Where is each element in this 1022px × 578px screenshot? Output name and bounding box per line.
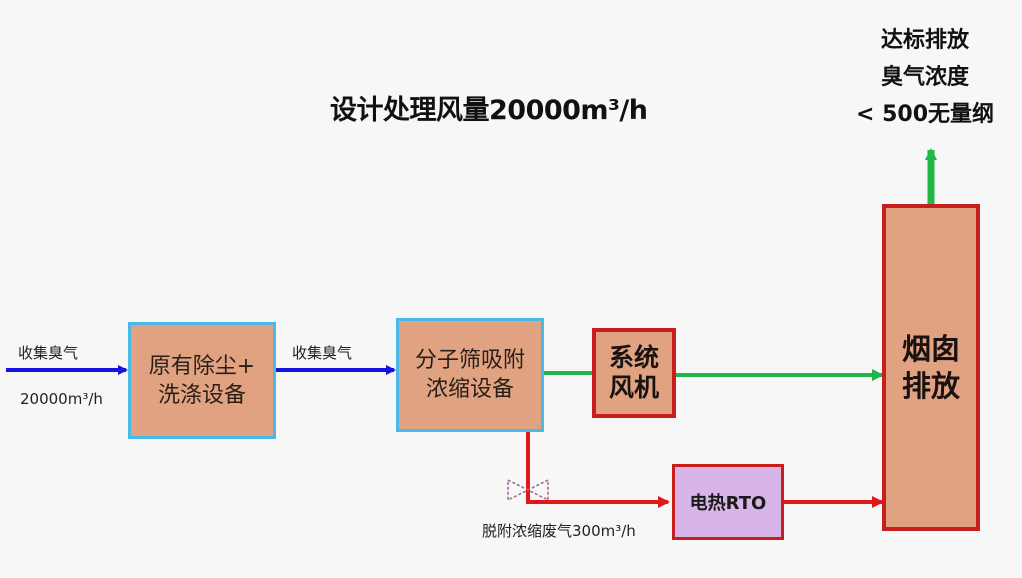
desorb-label: 脱附浓缩废气300m³/h	[482, 522, 636, 540]
inlet-flow: 20000m³/h	[20, 390, 103, 408]
molecular-sieve-label: 分子筛吸附 浓缩设备	[414, 348, 525, 402]
system-fan-box: 系统 风机	[592, 328, 676, 418]
desorb-path	[526, 418, 670, 508]
mid-label: 收集臭气	[292, 344, 353, 362]
system-fan-label: 系统 风机	[608, 343, 659, 402]
emission-line1: 达标排放	[880, 28, 969, 53]
chimney-box: 烟囱 排放	[882, 204, 980, 531]
emission-line3: < 500无量纲	[855, 102, 995, 127]
emission-standard: 达标排放 臭气浓度 < 500无量纲	[840, 22, 1010, 133]
emission-line2: 臭气浓度	[880, 65, 969, 90]
dust-wash-equipment-box: 原有除尘+ 洗涤设备	[128, 322, 276, 439]
valve-icon	[507, 478, 549, 502]
electric-rto-box: 电热RTO	[672, 464, 784, 540]
chimney-label: 烟囱 排放	[901, 331, 960, 403]
inlet-label: 收集臭气	[18, 344, 79, 362]
dust-wash-equipment-label: 原有除尘+ 洗涤设备	[148, 353, 256, 408]
page-title: 设计处理风量20000m³/h	[330, 95, 648, 126]
electric-rto-label: 电热RTO	[689, 493, 767, 514]
molecular-sieve-box: 分子筛吸附 浓缩设备	[396, 318, 544, 432]
